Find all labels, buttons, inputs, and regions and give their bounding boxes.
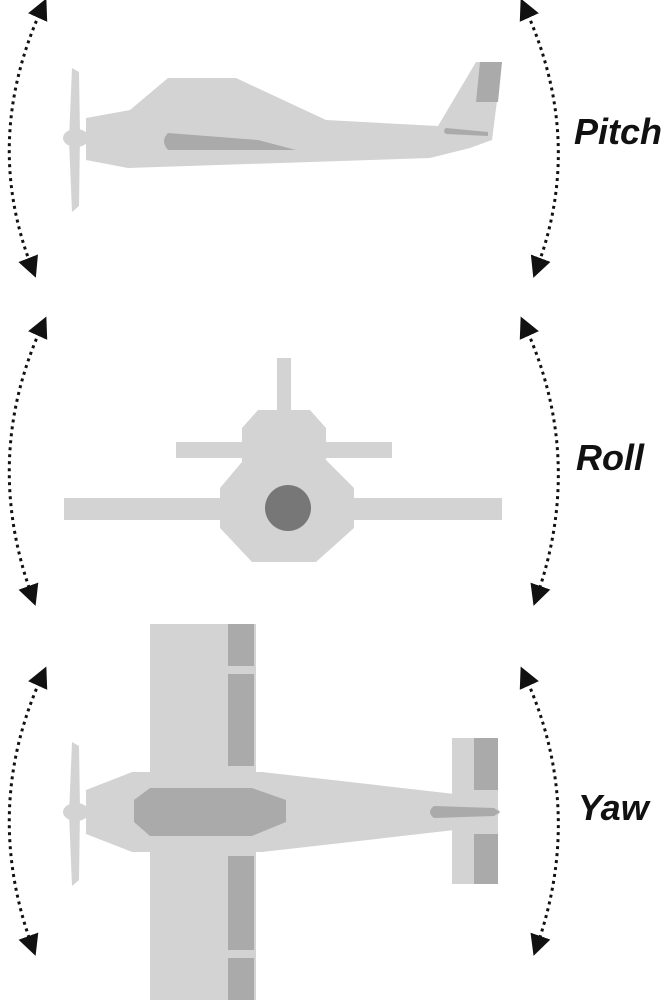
- roll-arrow-right: [519, 316, 560, 606]
- pitch-label: Pitch: [574, 111, 662, 152]
- propeller-hub: [265, 485, 311, 531]
- fuselage-side: [86, 62, 502, 168]
- airplane-front-view: [64, 358, 502, 562]
- pitch-arrow-right: [519, 0, 560, 278]
- yaw-arrow-right: [519, 666, 560, 956]
- wing-edge: [164, 133, 296, 150]
- spinner: [63, 129, 89, 147]
- airplane-top-view: [63, 624, 500, 1000]
- roll-label: Roll: [576, 437, 645, 478]
- flap-bottom: [228, 856, 254, 950]
- cabin: [242, 410, 326, 462]
- yaw-panel: Yaw: [7, 624, 651, 1000]
- wing-right: [346, 498, 502, 520]
- roll-arrow-left: [7, 316, 48, 606]
- aileron-top: [228, 624, 254, 666]
- flap-top: [228, 674, 254, 766]
- elevator-top: [474, 738, 498, 790]
- vertical-fin: [277, 358, 291, 412]
- canopy: [134, 788, 286, 836]
- yaw-arrow-left: [7, 666, 48, 956]
- stabilizer: [444, 128, 488, 136]
- spinner-top-view: [63, 803, 89, 821]
- wing-left: [64, 498, 228, 520]
- pitch-panel: Pitch: [7, 0, 662, 278]
- elevator-bottom: [474, 834, 498, 884]
- fin-top-view: [430, 806, 500, 818]
- yaw-label: Yaw: [578, 787, 651, 828]
- roll-panel: Roll: [7, 316, 645, 606]
- aileron-bottom: [228, 958, 254, 1000]
- pitch-arrow-left: [7, 0, 48, 278]
- airplane-side-view: [63, 62, 502, 212]
- rudder: [476, 62, 502, 102]
